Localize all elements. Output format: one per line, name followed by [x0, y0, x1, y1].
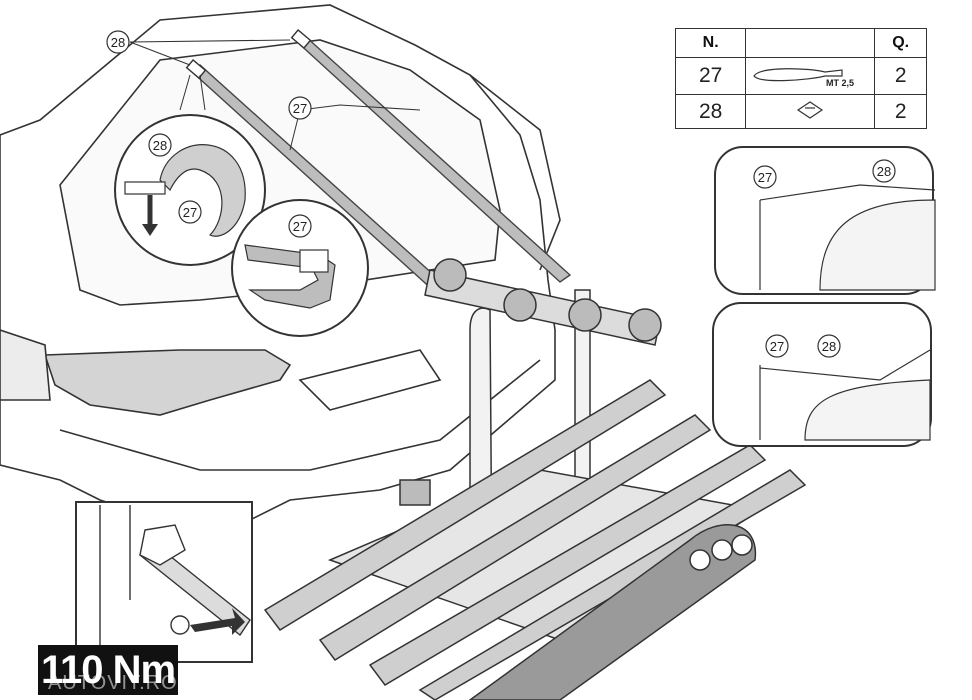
parts-table-header: N. Q.: [674, 28, 927, 58]
svg-text:28: 28: [153, 138, 167, 153]
wheel-tray-2: [318, 414, 712, 661]
strap-part-label: MT 2,5: [826, 78, 854, 88]
parts-table: N. Q. 27 MT 2,5 2 28 2: [674, 28, 927, 129]
strap-hooks: [185, 29, 312, 79]
svg-text:28: 28: [877, 164, 891, 179]
svg-text:27: 27: [293, 219, 307, 234]
header-image: [745, 28, 876, 58]
svg-text:28: 28: [822, 339, 836, 354]
svg-text:28: 28: [111, 35, 125, 50]
header-number: N.: [674, 28, 747, 58]
detail-panel-top: 27 28: [714, 146, 936, 295]
detail-hook: 28 27: [114, 114, 266, 266]
detail-wrench: [75, 501, 253, 663]
wheel-tray-1: [263, 379, 667, 631]
rack-clamp-4: [628, 308, 662, 342]
wheel-tray-4: [418, 469, 807, 700]
detail-panel-bottom: 27 28: [712, 302, 932, 447]
rack-clamp-2: [503, 288, 537, 322]
license-plate: [298, 349, 442, 411]
hook-part-icon: [745, 94, 876, 129]
callout-28-main: 28: [106, 30, 130, 54]
torque-label: 110 Nm: [38, 645, 178, 695]
part-quantity: 2: [874, 94, 927, 129]
parts-table-row: 27 MT 2,5 2: [674, 57, 927, 95]
callout-lines: [129, 39, 421, 151]
header-quantity: Q.: [874, 28, 927, 58]
car-side: [0, 329, 51, 401]
light-unit: [468, 524, 757, 700]
part-quantity: 2: [874, 57, 927, 95]
callout-27-main: 27: [288, 96, 312, 120]
svg-text:27: 27: [770, 339, 784, 354]
rack-clamp-3: [568, 298, 602, 332]
part-number: 28: [674, 94, 747, 129]
car-wing: [469, 74, 561, 271]
strap-part-icon: MT 2,5: [745, 57, 876, 95]
rack-clamp-1: [433, 258, 467, 292]
watermark-text: AUTOVIT.RO: [48, 672, 178, 694]
tail-light: [43, 349, 292, 416]
towball-mount: [399, 479, 431, 506]
parts-table-row: 28 2: [674, 94, 927, 129]
svg-text:27: 27: [758, 170, 772, 185]
svg-text:27: 27: [293, 101, 307, 116]
svg-text:27: 27: [183, 205, 197, 220]
detail-buckle: 27: [231, 199, 369, 337]
bike-rack: [263, 258, 807, 700]
part-number: 27: [674, 57, 747, 95]
wheel-tray-3: [368, 444, 767, 686]
